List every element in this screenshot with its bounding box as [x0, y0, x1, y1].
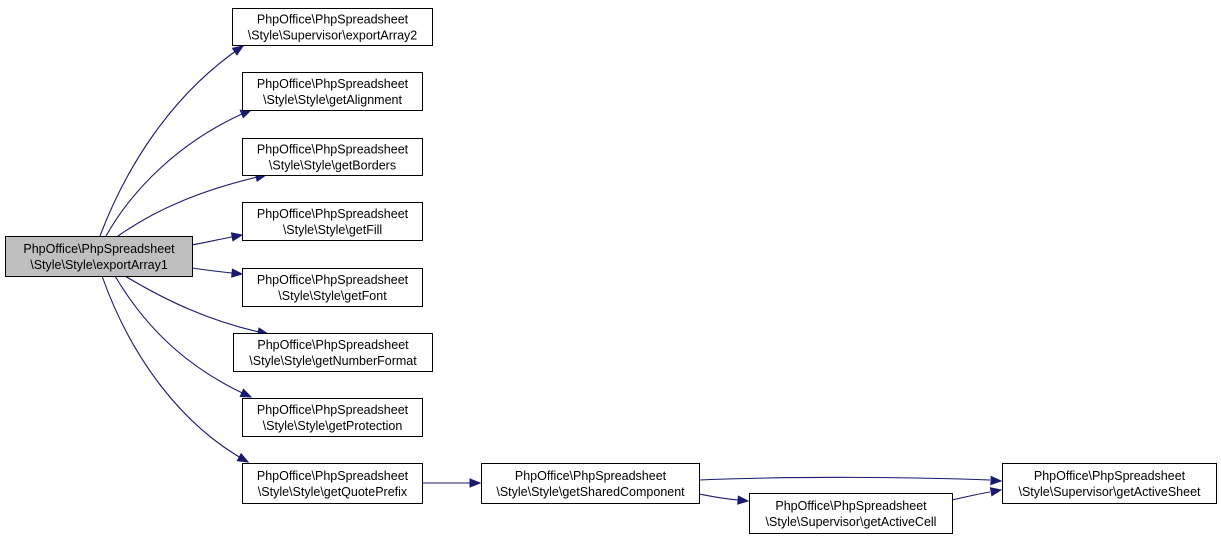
node-label-line1: PhpOffice\PhpSpreadsheet: [257, 207, 409, 221]
edge-line: [124, 275, 269, 335]
node-getAlignment[interactable]: PhpOffice\PhpSpreadsheet \Style\Style\get…: [242, 72, 423, 111]
edge-exportArray1-to-getFill: [184, 232, 244, 247]
arrowhead: [989, 487, 1003, 497]
node-label-line1: PhpOffice\PhpSpreadsheet: [257, 143, 409, 157]
node-label-line1: PhpOffice\PhpSpreadsheet: [257, 338, 409, 352]
node-getSharedComponent[interactable]: PhpOffice\PhpSpreadsheet \Style\Style\get…: [481, 463, 700, 504]
node-label-line1: PhpOffice\PhpSpreadsheet: [1034, 469, 1186, 483]
arrowhead: [737, 495, 750, 505]
edge-exportArray1-to-exportArray2: [99, 45, 245, 237]
node-label-line1: PhpOffice\PhpSpreadsheet: [257, 77, 409, 91]
node-box: [242, 268, 423, 307]
arrowhead: [231, 45, 245, 56]
node-label-line2: \Style\Supervisor\exportArray2: [248, 29, 418, 43]
node-label-line2: \Style\Style\getAlignment: [263, 93, 402, 107]
node-label-line2: \Style\Style\getQuotePrefix: [258, 485, 408, 499]
node-getProtection[interactable]: PhpOffice\PhpSpreadsheet \Style\Style\get…: [242, 398, 423, 437]
edge-exportArray1-to-getProtection: [114, 275, 253, 398]
arrowhead: [469, 478, 482, 488]
node-label-line2: \Style\Style\getFont: [278, 289, 387, 303]
edge-exportArray1-to-getFont: [184, 266, 244, 278]
node-box: [242, 138, 423, 176]
node-label-line1: PhpOffice\PhpSpreadsheet: [257, 273, 409, 287]
edge-exportArray1-to-getAlignment: [105, 109, 253, 237]
node-box: [242, 72, 423, 111]
edge-line: [117, 174, 267, 237]
node-exportArray1: PhpOffice\PhpSpreadsheet \Style\Style\exp…: [5, 236, 193, 277]
edge-exportArray1-to-getQuotePrefix: [101, 275, 250, 463]
node-label-line1: PhpOffice\PhpSpreadsheet: [257, 13, 409, 27]
node-exportArray2[interactable]: PhpOffice\PhpSpreadsheet \Style\Superviso…: [232, 8, 433, 46]
node-box: [481, 463, 700, 504]
edge-line: [698, 476, 991, 481]
arrowhead: [236, 452, 250, 463]
node-label-line2: \Style\Supervisor\getActiveCell: [766, 515, 937, 529]
node-getActiveSheet[interactable]: PhpOffice\PhpSpreadsheet \Style\Superviso…: [1002, 463, 1217, 504]
node-label-line2: \Style\Style\getFill: [283, 223, 382, 237]
edge-getQuotePrefix-to-getSharedComponent: [422, 478, 482, 488]
node-label-line1: PhpOffice\PhpSpreadsheet: [257, 469, 409, 483]
node-getActiveCell[interactable]: PhpOffice\PhpSpreadsheet \Style\Superviso…: [749, 493, 953, 534]
edge-getActiveCell-to-getActiveSheet: [951, 487, 1003, 501]
arrowhead: [990, 475, 1003, 486]
node-getQuotePrefix[interactable]: PhpOffice\PhpSpreadsheet \Style\Style\get…: [242, 463, 423, 504]
node-getNumberFormat[interactable]: PhpOffice\PhpSpreadsheet \Style\Style\get…: [233, 333, 433, 372]
node-box: [1002, 463, 1217, 504]
node-label-line2: \Style\Style\getBorders: [269, 159, 396, 173]
node-getFont[interactable]: PhpOffice\PhpSpreadsheet \Style\Style\get…: [242, 268, 423, 307]
node-getBorders[interactable]: PhpOffice\PhpSpreadsheet \Style\Style\get…: [242, 138, 423, 176]
node-box: [242, 463, 423, 504]
edge-line: [105, 109, 252, 237]
edge-getSharedComponent-to-getActiveCell: [698, 493, 750, 505]
edge-line: [698, 493, 739, 501]
arrowhead: [239, 388, 253, 398]
node-label-line2: \Style\Style\getProtection: [263, 419, 403, 433]
node-label-line2: \Style\Style\getNumberFormat: [249, 354, 417, 368]
node-label-line1: PhpOffice\PhpSpreadsheet: [775, 499, 927, 513]
edge-line: [951, 491, 991, 501]
node-label-line2: \Style\Supervisor\getActiveSheet: [1018, 485, 1201, 499]
node-label-line1: PhpOffice\PhpSpreadsheet: [515, 469, 667, 483]
arrowhead: [239, 109, 253, 119]
edge-line: [114, 275, 252, 398]
node-getFill[interactable]: PhpOffice\PhpSpreadsheet \Style\Style\get…: [242, 202, 423, 241]
edges-layer: [99, 45, 1003, 505]
nodes-layer: PhpOffice\PhpSpreadsheet \Style\Style\exp…: [5, 8, 1217, 534]
node-box: [5, 236, 193, 277]
arrowhead: [230, 232, 244, 242]
arrowhead: [231, 268, 244, 278]
node-label-line1: PhpOffice\PhpSpreadsheet: [23, 242, 175, 256]
node-box: [233, 333, 433, 372]
node-box: [242, 398, 423, 437]
node-label-line1: PhpOffice\PhpSpreadsheet: [257, 403, 409, 417]
node-label-line2: \Style\Style\exportArray1: [30, 258, 168, 272]
node-box: [749, 493, 953, 534]
edge-getSharedComponent-to-getActiveSheet: [698, 475, 1003, 486]
node-label-line2: \Style\Style\getSharedComponent: [496, 485, 685, 499]
node-box: [242, 202, 423, 241]
edge-line: [99, 45, 244, 237]
edge-line: [101, 275, 249, 463]
node-box: [232, 8, 433, 46]
